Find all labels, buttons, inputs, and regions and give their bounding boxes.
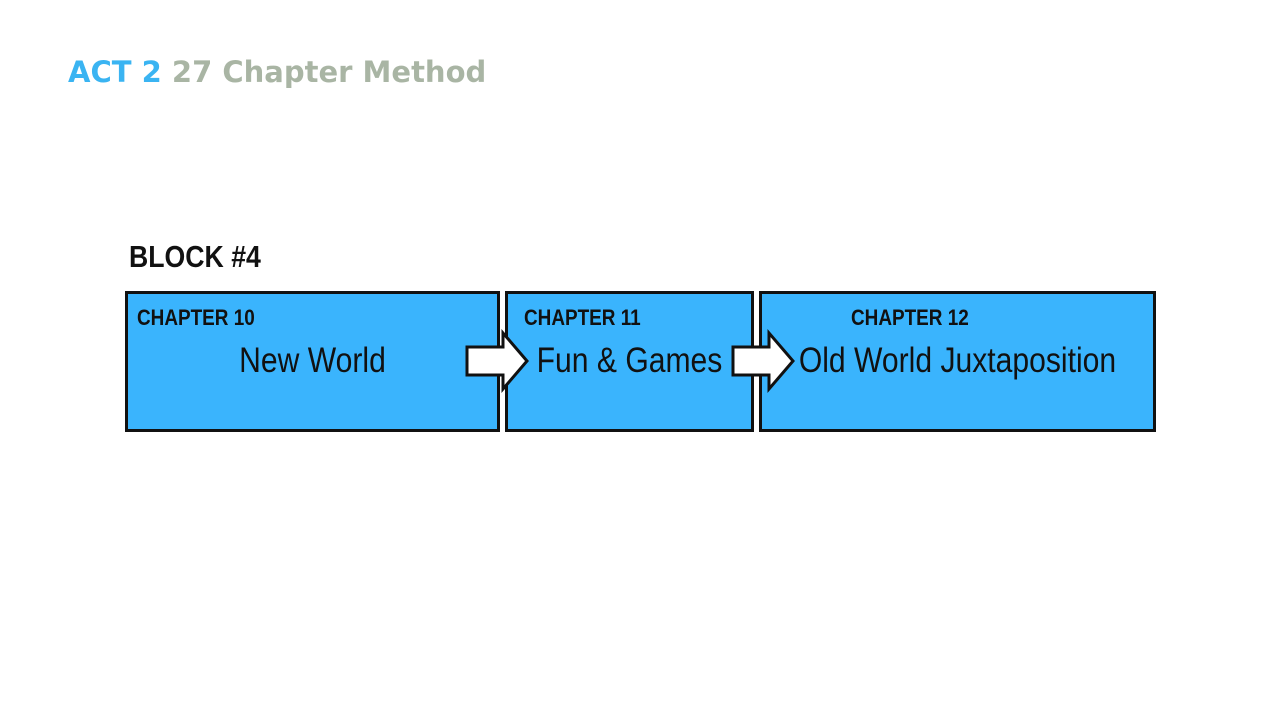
chapter-number: CHAPTER 12 <box>851 305 969 330</box>
block-label: BLOCK #4 <box>129 239 261 274</box>
chapter-box-11: CHAPTER 11 Fun & Games <box>505 291 754 432</box>
chapter-number: CHAPTER 10 <box>137 305 255 330</box>
chapter-name: New World <box>239 341 386 380</box>
right-arrow-icon <box>465 328 529 394</box>
slide-title: ACT 2 27 Chapter Method <box>68 52 486 92</box>
title-act: ACT 2 <box>68 55 162 89</box>
chapter-name: Fun & Games <box>536 341 723 380</box>
chapter-number: CHAPTER 11 <box>524 305 641 330</box>
right-arrow-icon <box>731 328 795 394</box>
title-method: 27 Chapter Method <box>171 55 487 89</box>
chapter-box-10: CHAPTER 10 New World <box>125 291 500 432</box>
chapter-name: Old World Juxtaposition <box>798 341 1117 380</box>
chapter-box-12: CHAPTER 12 Old World Juxtaposition <box>759 291 1156 432</box>
